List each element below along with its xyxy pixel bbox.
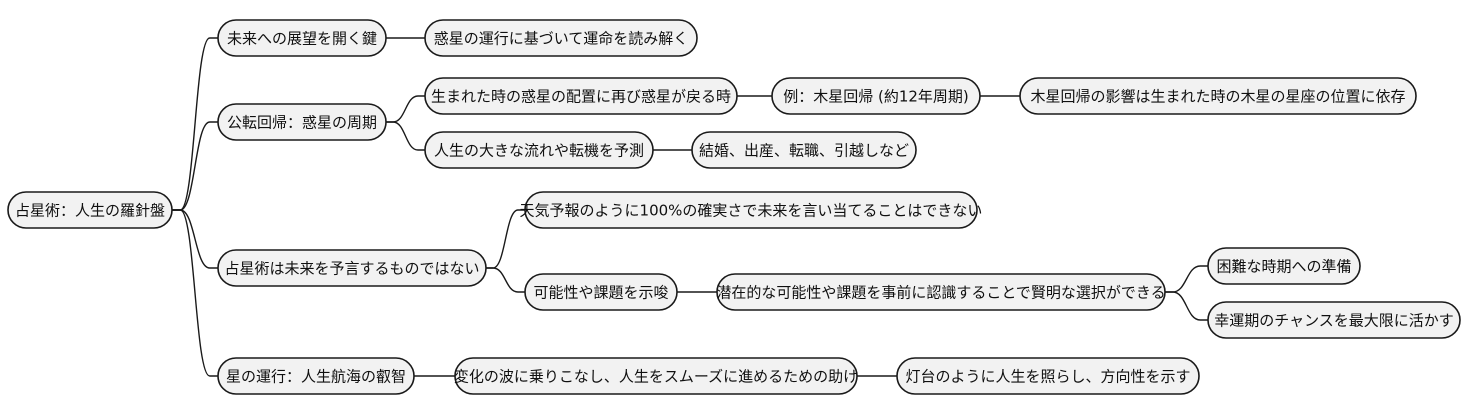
node-n2-1[interactable]: 生まれた時の惑星の配置に再び惑星が戻る時 <box>424 77 738 115</box>
node-n4-1-1[interactable]: 灯台のように人生を照らし、方向性を示す <box>896 357 1200 395</box>
node-n2-1-1-1[interactable]: 木星回帰の影響は生まれた時の木星の星座の位置に依存 <box>1019 77 1417 115</box>
node-shape <box>424 131 654 169</box>
node-shape <box>217 249 487 287</box>
edge-n2-to-n2-1 <box>386 95 425 123</box>
node-shape <box>424 77 738 115</box>
node-label: 変化の波に乗りこなし、人生をスムーズに進めるための助け <box>454 368 858 386</box>
node-label: 例：木星回帰 (約12年周期) <box>783 88 969 106</box>
node-n2[interactable]: 公転回帰：惑星の周期 <box>217 103 387 141</box>
node-shape <box>1207 247 1361 285</box>
node-shape <box>716 273 1166 311</box>
edge-root-to-n3 <box>172 209 218 269</box>
node-shape <box>524 273 678 311</box>
node-label: 木星回帰の影響は生まれた時の木星の星座の位置に依存 <box>1030 88 1405 106</box>
node-n3-2[interactable]: 可能性や課題を示唆 <box>524 273 678 311</box>
node-label: 人生の大きな流れや転機を予測 <box>434 142 644 160</box>
edge-root-to-n2 <box>172 121 218 211</box>
node-shape <box>217 103 387 141</box>
node-n2-2-1[interactable]: 結婚、出産、転職、引越しなど <box>691 131 917 169</box>
node-n4[interactable]: 星の運行：人生航海の叡智 <box>217 357 415 395</box>
node-label: 星の運行：人生航海の叡智 <box>226 368 406 386</box>
node-label: 困難な時期への準備 <box>1216 258 1351 276</box>
node-label: 生まれた時の惑星の配置に再び惑星が戻る時 <box>431 88 731 106</box>
node-label: 占星術：人生の羅針盤 <box>15 202 165 220</box>
node-label: 結婚、出産、転職、引越しなど <box>699 142 909 160</box>
node-n3[interactable]: 占星術は未来を予言するものではない <box>217 249 487 287</box>
node-n3-2-1[interactable]: 潜在的な可能性や課題を事前に認識することで賢明な選択ができる <box>716 273 1166 311</box>
edge-root-to-n4 <box>172 209 218 377</box>
node-shape <box>691 131 917 169</box>
node-label: 灯台のように人生を照らし、方向性を示す <box>905 368 1190 386</box>
node-shape <box>524 191 978 229</box>
node-n3-2-1-1[interactable]: 困難な時期への準備 <box>1207 247 1361 285</box>
node-label: 潜在的な可能性や課題を事前に認識することで賢明な選択ができる <box>716 284 1165 302</box>
node-shape <box>1019 77 1417 115</box>
node-n4-1[interactable]: 変化の波に乗りこなし、人生をスムーズに進めるための助け <box>454 357 858 395</box>
node-label: 占星術は未来を予言するものではない <box>224 260 479 278</box>
node-label: 天気予報のように100%の確実さで未来を言い当てることはできない <box>520 202 983 220</box>
edges-layer <box>172 37 1208 377</box>
node-shape <box>217 357 415 395</box>
node-label: 惑星の運行に基づいて運命を読み解く <box>434 30 689 48</box>
edge-n3-to-n3-2 <box>486 267 525 293</box>
node-n2-1-1[interactable]: 例：木星回帰 (約12年周期) <box>771 77 981 115</box>
node-label: 幸運期のチャンスを最大限に活かす <box>1214 312 1454 330</box>
node-shape <box>1207 301 1461 339</box>
edge-n3-2-1-to-n3-2-1-2 <box>1165 291 1208 321</box>
node-n3-1[interactable]: 天気予報のように100%の確実さで未来を言い当てることはできない <box>520 191 983 229</box>
node-shape <box>424 19 698 57</box>
edge-root-to-n1 <box>172 37 218 211</box>
node-label: 未来への展望を開く鍵 <box>227 30 377 48</box>
edge-n2-to-n2-2 <box>386 121 425 151</box>
node-shape <box>771 77 981 115</box>
node-shape <box>454 357 858 395</box>
node-shape <box>7 191 173 229</box>
node-n2-2[interactable]: 人生の大きな流れや転機を予測 <box>424 131 654 169</box>
node-label: 可能性や課題を示唆 <box>533 284 668 302</box>
node-n1[interactable]: 未来への展望を開く鍵 <box>217 19 387 57</box>
node-label: 公転回帰：惑星の周期 <box>227 114 377 132</box>
root-node[interactable]: 占星術：人生の羅針盤 <box>7 191 173 229</box>
node-n3-2-1-2[interactable]: 幸運期のチャンスを最大限に活かす <box>1207 301 1461 339</box>
edge-n3-2-1-to-n3-2-1-1 <box>1165 265 1208 293</box>
node-shape <box>896 357 1200 395</box>
node-n1-1[interactable]: 惑星の運行に基づいて運命を読み解く <box>424 19 698 57</box>
node-shape <box>217 19 387 57</box>
nodes-layer: 占星術：人生の羅針盤 未来への展望を開く鍵 惑星の運行に基づいて運命を読み解く公転回… <box>7 19 1461 395</box>
